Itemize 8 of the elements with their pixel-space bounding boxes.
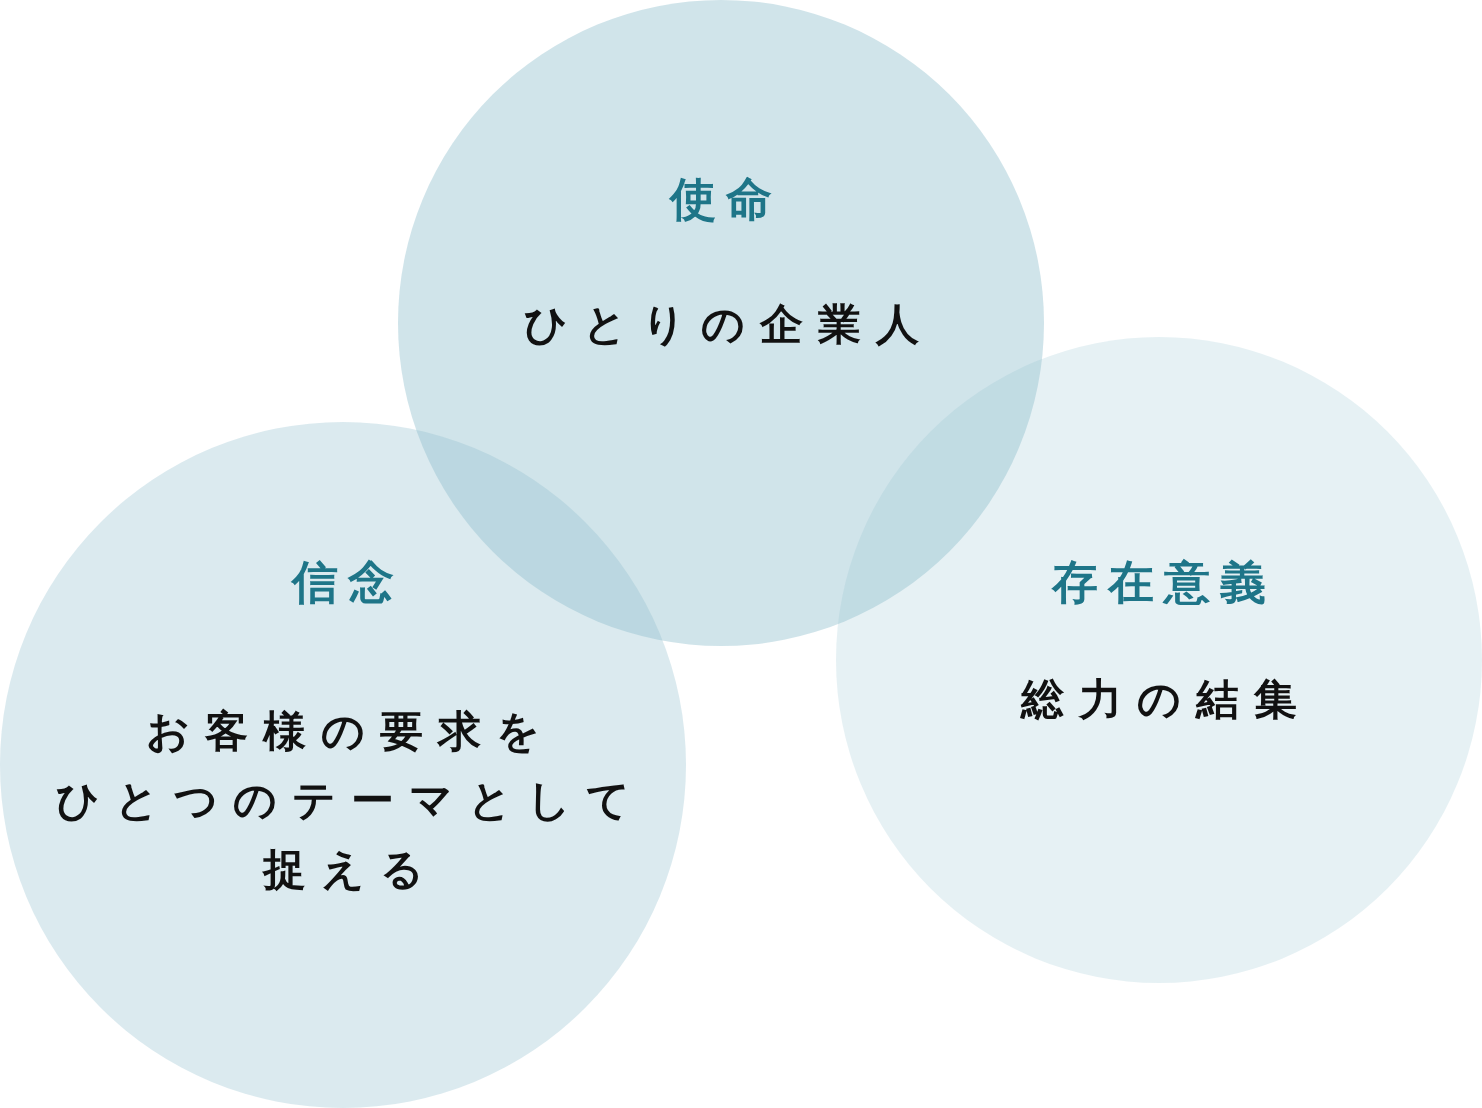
circle-heading: 信念	[292, 555, 404, 610]
circle-text: お客様の要求をひとつのテーマとして捉える	[56, 707, 645, 895]
circle-heading: 使命	[670, 172, 782, 227]
venn-circle	[0, 422, 686, 1108]
circle-heading: 存在意義	[1052, 555, 1276, 610]
venn-circle	[398, 0, 1044, 646]
circle-text: ひとりの企業人	[523, 300, 934, 350]
circle-text: 総力の結集	[1021, 675, 1312, 725]
